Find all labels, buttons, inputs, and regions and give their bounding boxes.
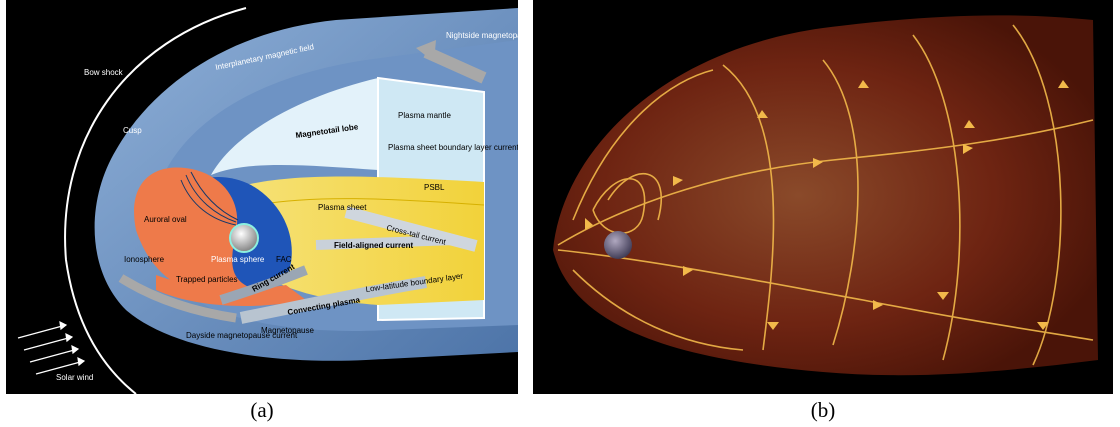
label-psbl: PSBL	[424, 183, 445, 192]
caption-b: (b)	[793, 398, 853, 423]
solar-wind-arrows	[18, 322, 84, 374]
label-ionosphere: Ionosphere	[124, 255, 165, 264]
label-nightside-current: Nightside magnetopause current	[446, 31, 518, 40]
label-cusp: Cusp	[123, 126, 142, 135]
caption-a: (a)	[232, 398, 292, 423]
label-field-aligned-current: Field-aligned current	[334, 241, 413, 250]
label-plasma-sheet: Plasma sheet	[318, 203, 367, 212]
magnetosphere-diagram: Bow shock Interplanetary magnetic field …	[6, 0, 518, 394]
label-auroral-oval: Auroral oval	[144, 215, 187, 224]
magnetosphere-illustration: Bow shock Interplanetary magnetic field …	[6, 0, 518, 394]
label-magnetopause: Magnetopause	[261, 326, 314, 335]
planet-icon	[604, 231, 632, 259]
magnetosphere-render-image	[533, 0, 1113, 394]
magnetosphere-body	[553, 15, 1098, 375]
magnetosphere-render	[533, 0, 1113, 394]
label-solar-wind: Solar wind	[56, 373, 93, 382]
label-trapped-particles: Trapped particles	[176, 275, 238, 284]
label-plasmasphere: Plasma sphere	[211, 255, 265, 264]
label-bow-shock: Bow shock	[84, 68, 124, 77]
earth-icon	[230, 224, 258, 252]
label-plasma-mantle: Plasma mantle	[398, 111, 451, 120]
label-psbl-current: Plasma sheet boundary layer current	[388, 143, 518, 152]
